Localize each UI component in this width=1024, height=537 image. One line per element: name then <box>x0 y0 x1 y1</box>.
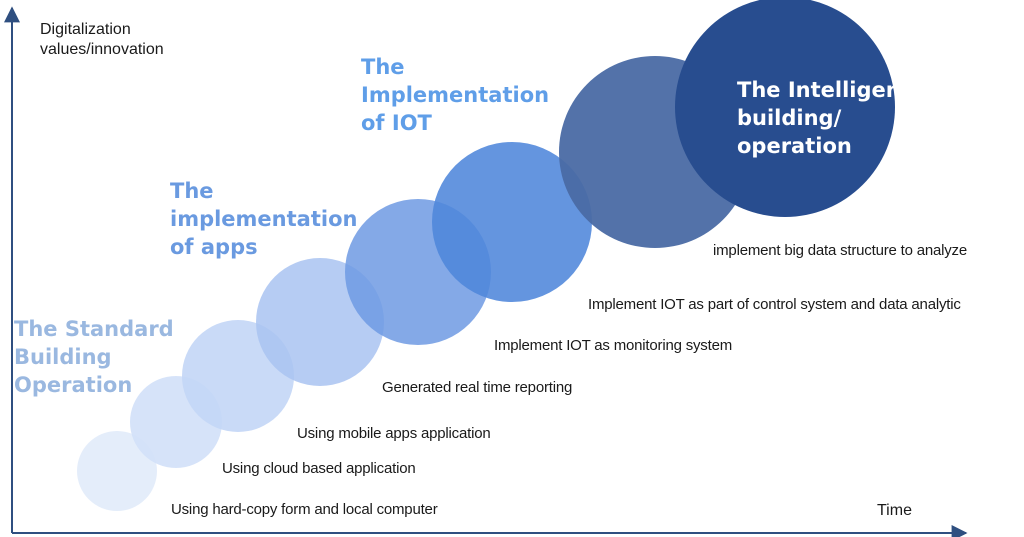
stage-title-standard-line-2: Building <box>14 345 112 369</box>
step-label-4: Generated real time reporting <box>382 379 573 396</box>
y-axis-label-line-1: Digitalization <box>40 21 131 38</box>
stage-title-intelligence-line-3: operation <box>737 134 852 158</box>
stage-title-standard-line-3: Operation <box>14 373 133 397</box>
stage-title-apps-line-2: implementation <box>170 207 358 231</box>
stage-title-intelligence-line-2: building/ <box>737 106 842 130</box>
x-axis-label: Time <box>877 502 912 519</box>
stage-circle-6 <box>432 142 592 302</box>
y-axis-label: Digitalization values/innovation <box>40 20 164 60</box>
stage-title-apps-line-1: The <box>170 179 214 203</box>
stage-circle-8 <box>675 0 895 217</box>
step-label-7: implement big data structure to analyze <box>713 242 968 259</box>
stage-title-standard-line-1: The Standard <box>14 317 174 341</box>
y-axis-label-line-2: values/innovation <box>40 41 164 58</box>
step-label-6: Implement IOT as part of control system … <box>588 296 961 313</box>
step-label-1: Using hard-copy form and local computer <box>171 501 438 518</box>
step-label-5: Implement IOT as monitoring system <box>494 337 733 354</box>
circle-group <box>77 0 895 511</box>
stage-title-intelligence: The Intelligence building/ operation <box>737 76 927 160</box>
step-label-3: Using mobile apps application <box>297 425 491 442</box>
stage-title-standard: The Standard Building Operation <box>14 315 174 399</box>
stage-title-apps: The implementation of apps <box>170 177 357 261</box>
stage-title-iot-line-3: of IOT <box>361 111 432 135</box>
stage-title-apps-line-3: of apps <box>170 235 258 259</box>
step-label-2: Using cloud based application <box>222 460 416 477</box>
stage-title-intelligence-line-1: The Intelligence <box>737 78 928 102</box>
stage-circle-1 <box>77 431 157 511</box>
stage-title-iot-line-1: The <box>361 55 405 79</box>
stage-title-iot-line-2: Implementation <box>361 83 550 107</box>
stage-title-iot: The Implementation of IOT <box>361 53 549 137</box>
